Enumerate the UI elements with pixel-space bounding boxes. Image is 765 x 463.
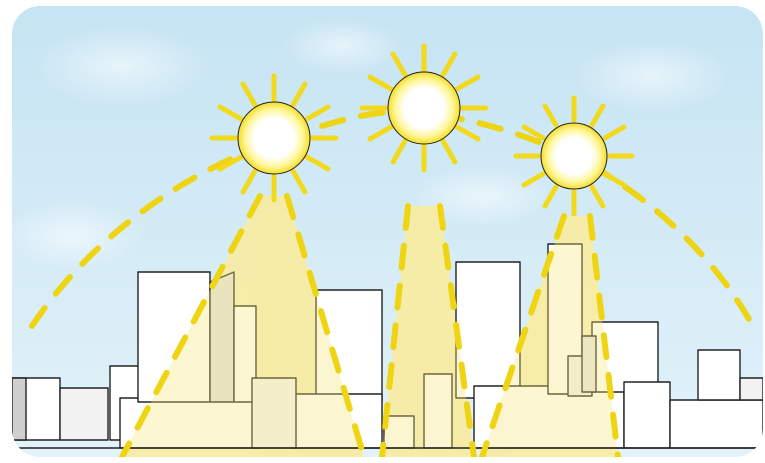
sun-right-disc (541, 123, 607, 189)
illustration-frame (12, 6, 763, 457)
sun-left-disc (238, 102, 310, 174)
sun-center-disc (388, 72, 460, 144)
sun-path-illustration (12, 6, 763, 457)
